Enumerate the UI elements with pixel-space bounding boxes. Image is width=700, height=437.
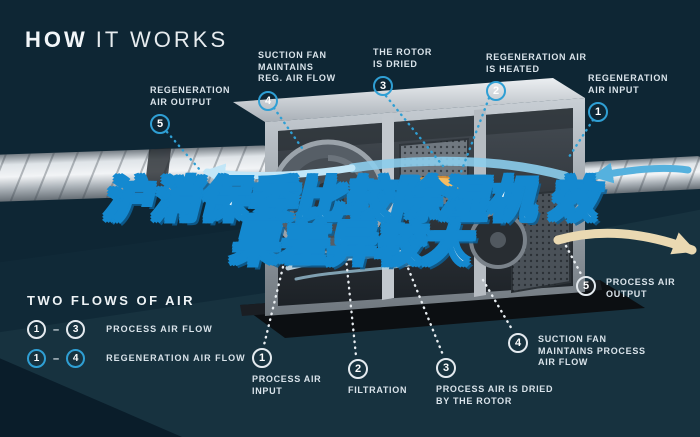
legend-two-flows: TWO FLOWS OF AIR 1 – 3 PROCESS AIR FLOW …: [27, 293, 246, 378]
callout-label: THE ROTOR IS DRIED: [373, 47, 433, 69]
badge-number: 5: [156, 118, 164, 131]
callout-label: REGENERATION AIR IS HEATED: [486, 52, 587, 74]
number-badge-icon: 1: [27, 349, 46, 368]
callout-label: SUCTION FAN MAINTAINS PROCESS AIR FLOW: [538, 334, 646, 368]
callout-process-air-output: 5 PROCESS AIR OUTPUT: [576, 276, 675, 300]
callout-label: REGENERATION AIR OUTPUT: [150, 85, 231, 107]
callout-regeneration-air-heated: REGENERATION AIR IS HEATED 2: [486, 52, 587, 102]
number-badge-icon: 4: [66, 349, 86, 368]
legend-row-process: 1 – 3 PROCESS AIR FLOW: [27, 320, 246, 339]
badge-number: 1: [33, 324, 40, 335]
number-badge-icon: 3: [436, 358, 456, 378]
legend-label: REGENERATION AIR FLOW: [106, 352, 246, 363]
number-badge-icon: 2: [348, 359, 368, 379]
number-badge-icon: 1: [27, 320, 46, 339]
badge-number: 3: [72, 324, 79, 335]
number-badge-icon: 1: [588, 102, 608, 123]
callout-label: PROCESS AIR OUTPUT: [606, 277, 676, 299]
process-input-arrow: [294, 261, 422, 281]
number-badge-icon: 5: [576, 276, 596, 296]
regeneration-output-arrow: [202, 163, 356, 186]
number-badge-icon: 3: [373, 76, 393, 97]
range-dash: –: [53, 352, 60, 365]
callout-regeneration-air-output: REGENERATION AIR OUTPUT 5: [150, 85, 231, 135]
callout-suction-fan-process: 4 SUCTION FAN MAINTAINS PROCESS AIR FLOW: [508, 333, 646, 369]
number-badge-icon: 4: [508, 333, 528, 353]
badge-number: 5: [582, 280, 590, 292]
process-fan: [469, 211, 527, 269]
regeneration-output-duct: [0, 145, 271, 202]
callout-label: FILTRATION: [348, 385, 408, 395]
process-input-arrow: [285, 247, 419, 271]
legend-row-regeneration: 1 – 4 REGENERATION AIR FLOW: [27, 349, 246, 368]
callout-suction-fan-reg: SUCTION FAN MAINTAINS REG. AIR FLOW 4: [258, 50, 336, 112]
title-word-light: IT WORKS: [95, 27, 229, 52]
regeneration-flow-arrow: [347, 156, 570, 181]
callout-regeneration-air-input: REGENERATION AIR INPUT 1: [588, 73, 669, 123]
chinese-watermark-text: 沪消保委比较除湿机 效 果差异较大: [0, 173, 700, 270]
number-badge-icon: 3: [66, 320, 86, 339]
callout-process-air-input: 1 PROCESS AIR INPUT: [252, 348, 321, 397]
watermark-line-2: 果差异较大: [229, 217, 471, 270]
number-badge-icon: 4: [258, 91, 278, 112]
number-badge-icon: 2: [486, 81, 506, 102]
number-badge-icon: 5: [150, 114, 170, 135]
callout-process-air-dried: 3 PROCESS AIR IS DRIED BY THE ROTOR: [436, 358, 553, 407]
badge-number: 1: [33, 353, 40, 364]
callout-label: SUCTION FAN MAINTAINS REG. AIR FLOW: [258, 50, 336, 84]
callout-label: REGENERATION AIR INPUT: [588, 73, 669, 95]
range-dash: –: [53, 323, 60, 336]
regeneration-input-arrow: [591, 162, 692, 184]
leader-lines: [165, 94, 595, 358]
title-word-bold: HOW: [25, 27, 88, 52]
page-title: HOW IT WORKS: [25, 27, 228, 53]
badge-number: 2: [354, 363, 362, 375]
badge-number: 1: [258, 352, 266, 364]
process-output-arrow: [553, 228, 697, 255]
badge-number: 4: [514, 337, 522, 349]
air-flow-arrows: [202, 156, 697, 281]
watermark-line-1: 沪消保委比较除湿机 效: [102, 173, 598, 226]
badge-number: 1: [594, 106, 602, 119]
outlet-grille: [511, 188, 571, 294]
legend-label: PROCESS AIR FLOW: [106, 323, 213, 334]
number-badge-icon: 1: [252, 348, 272, 368]
callout-label: PROCESS AIR INPUT: [252, 374, 322, 396]
badge-number: 3: [442, 362, 450, 374]
badge-number: 4: [264, 95, 272, 108]
badge-number: 2: [492, 85, 500, 98]
legend-title: TWO FLOWS OF AIR: [27, 293, 196, 308]
regeneration-heater: [402, 176, 482, 196]
callout-filtration: 2 FILTRATION: [348, 359, 407, 397]
badge-number: 4: [72, 353, 79, 364]
callout-rotor-is-dried: THE ROTOR IS DRIED 3: [373, 47, 433, 97]
badge-number: 3: [379, 80, 387, 93]
callout-label: PROCESS AIR IS DRIED BY THE ROTOR: [436, 384, 554, 406]
